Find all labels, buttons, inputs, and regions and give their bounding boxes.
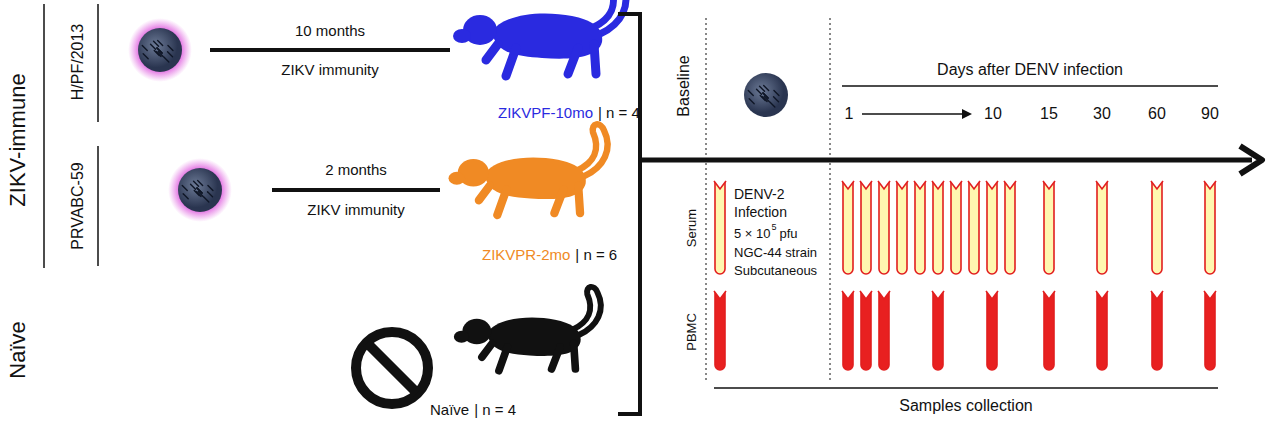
sample-tube: [896, 181, 908, 274]
rule-line: [272, 188, 440, 192]
group-label: Naïve: [6, 321, 30, 378]
strain-label: PRVABC-59: [69, 162, 87, 249]
virus-icon: [128, 18, 192, 82]
sample-tube: [932, 181, 944, 274]
day-tick: 30: [1093, 105, 1111, 123]
monkey-silhouette: [454, 287, 601, 371]
rule-line: [842, 85, 1218, 87]
sample-tube: [714, 181, 726, 274]
sample-tube: [1096, 181, 1108, 274]
sample-tube: [986, 291, 998, 370]
cohort-size: | n = 4: [598, 105, 640, 122]
duration-label: 10 months: [295, 23, 365, 40]
virus-icon: [744, 73, 788, 117]
dose-note: 5 × 10: [734, 227, 771, 241]
cohort-size: | n = 6: [575, 247, 617, 264]
sample-tube: [1151, 181, 1163, 274]
duration-label: 2 months: [325, 162, 387, 179]
dose-exponent: 5: [772, 223, 777, 233]
rule-line: [714, 387, 1218, 389]
sample-tube: [1151, 291, 1163, 370]
sample-tube: [860, 291, 872, 370]
monkey-silhouette: [449, 124, 608, 215]
sample-tube: [714, 291, 726, 370]
sample-tube: [1096, 291, 1108, 370]
sample-tube: [878, 181, 890, 274]
day-tick: 15: [1040, 105, 1058, 123]
small-arrow: [862, 113, 968, 115]
sample-type: Serum: [685, 209, 699, 247]
cohort-name: Naïve: [430, 402, 469, 419]
sample-tube: [968, 181, 980, 274]
arrow-head: [962, 109, 972, 119]
sample-tube: [986, 181, 998, 274]
duration-label: ZIKV immunity: [281, 62, 379, 79]
cohort-name: ZIKVPF-10mo: [498, 105, 593, 122]
infection-note: Infection: [734, 205, 787, 220]
infection-note: DENV-2: [734, 187, 785, 202]
sample-tube: [914, 181, 926, 274]
axis-caption: Samples collection: [899, 397, 1032, 415]
monkey-silhouette: [453, 0, 626, 76]
axis-title: Days after DENV infection: [937, 61, 1123, 79]
rule-line: [97, 4, 99, 122]
cohort-name: ZIKVPR-2mo: [482, 247, 570, 264]
virus-icon: [168, 158, 232, 222]
divider-line: [830, 18, 831, 382]
prohibition-sign: [356, 332, 428, 404]
sample-tube: [1004, 181, 1016, 274]
sample-type: PBMC: [685, 313, 699, 351]
day-tick: 90: [1201, 105, 1219, 123]
sample-tube: [1043, 291, 1055, 370]
sample-tube: [1204, 291, 1216, 370]
sample-tube: [932, 291, 944, 370]
day-tick: 1: [845, 105, 854, 123]
phase-label: Baseline: [675, 55, 693, 116]
rule-line: [97, 146, 99, 266]
group-label: ZIKV-immune: [6, 73, 30, 206]
infection-note: Subcutaneous: [734, 264, 817, 278]
cohort-size: | n = 4: [474, 402, 516, 419]
rule-line: [43, 4, 45, 268]
sample-tube: [878, 291, 890, 370]
day-tick: 60: [1148, 105, 1166, 123]
dose-unit: pfu: [780, 227, 798, 241]
infection-note: NGC-44 strain: [734, 246, 817, 260]
sample-tube: [1204, 181, 1216, 274]
duration-label: ZIKV immunity: [307, 202, 405, 219]
divider-line: [706, 18, 707, 382]
group-bracket: [618, 14, 640, 414]
sample-tube: [950, 181, 962, 274]
arrow-head: [1240, 146, 1262, 174]
sample-tube: [1043, 181, 1055, 274]
day-tick: 10: [984, 105, 1002, 123]
sample-tube: [842, 181, 854, 274]
strain-label: H/PF/2013: [69, 24, 87, 100]
sample-tube: [860, 181, 872, 274]
timeline-arrow: [640, 158, 1252, 163]
rule-line: [210, 48, 450, 52]
sample-tube: [842, 291, 854, 370]
